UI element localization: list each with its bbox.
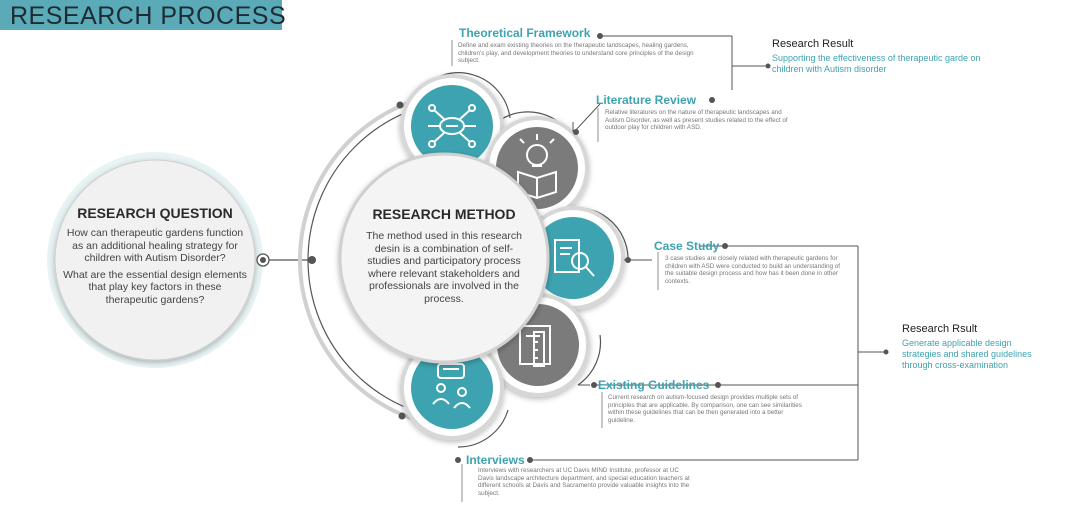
- existing-guidelines-desc: Current research on autism-focused desig…: [608, 394, 802, 424]
- magnifier-document-icon: [554, 239, 595, 277]
- literature-review-heading: Literature Review: [596, 93, 697, 107]
- research-result-1-body: Supporting the effectiveness of therapeu…: [772, 53, 981, 74]
- interviews-desc: Interviews with researchers at UC Davis …: [478, 467, 690, 497]
- research-result-2: Research Rsult Generate applicable desig…: [902, 323, 1042, 371]
- title-banner: RESEARCH PROCESS: [0, 0, 286, 30]
- research-result-2-body: Generate applicable design strategies an…: [902, 338, 1032, 370]
- research-method-circle: [338, 152, 550, 364]
- research-result-1: Research Result Supporting the effective…: [772, 38, 987, 75]
- research-question-title: RESEARCH QUESTION: [77, 205, 233, 221]
- literature-review-desc: Relative literatures on the nature of th…: [605, 109, 788, 132]
- network-icon: [428, 104, 476, 148]
- ring-dot: [308, 256, 316, 264]
- ring-dot: [396, 101, 404, 109]
- case-study-heading: Case Study: [654, 239, 720, 253]
- step-circle-theoretical-framework: [400, 74, 504, 178]
- connector-nodes: [455, 33, 889, 463]
- step-circle-interviews: [400, 336, 504, 440]
- method-outer-ring: [298, 90, 469, 430]
- theoretical-framework-desc: Define and exam existing theories on the…: [458, 42, 694, 65]
- interviews-heading: Interviews: [466, 453, 525, 467]
- existing-guidelines-heading: Existing Guidelines: [598, 378, 710, 392]
- research-result-1-title: Research Result: [772, 38, 854, 50]
- research-question-2: What are the essential design elements t…: [63, 268, 247, 306]
- research-method-title: RESEARCH METHOD: [372, 206, 516, 222]
- research-question-circle: [47, 152, 263, 368]
- research-question-block: RESEARCH QUESTION How can therapeutic ga…: [62, 205, 248, 307]
- research-method-block: RESEARCH METHOD The method used in this …: [364, 206, 524, 306]
- research-question-1: How can therapeutic gardens function as …: [66, 227, 244, 265]
- ruler-document-icon: [519, 325, 551, 367]
- case-study-desc: 3 case studies are closely related with …: [665, 255, 841, 285]
- theoretical-framework-heading: Theoretical Framework: [459, 26, 591, 40]
- conversation-icon: [432, 363, 471, 409]
- text-side-lines: [451, 40, 659, 502]
- page-title: RESEARCH PROCESS: [10, 2, 287, 30]
- research-method-body: The method used in this research desin i…: [366, 230, 522, 305]
- research-result-2-title: Research Rsult: [902, 323, 978, 335]
- ring-dot: [398, 412, 406, 420]
- connector-dot: [260, 257, 266, 263]
